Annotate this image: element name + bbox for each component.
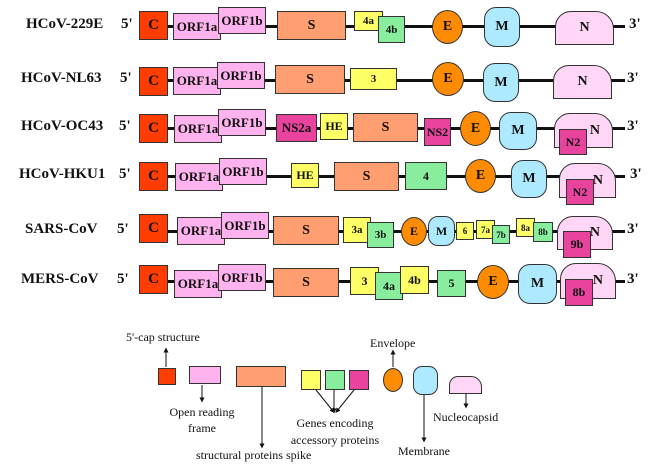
nucleocapsid-gene: N xyxy=(553,65,612,99)
orf1a-gene: ORF1a xyxy=(173,67,221,95)
spike-gene: S xyxy=(353,113,418,142)
accessory-gene-4a: 4a xyxy=(354,11,383,31)
legend-spike-label: structural proteins spike xyxy=(196,448,312,462)
envelope-gene: E xyxy=(465,159,496,193)
envelope-gene: E xyxy=(432,62,464,96)
accessory-gene-6: 6 xyxy=(456,222,474,240)
five-prime-label: 5' xyxy=(120,70,132,86)
legend-membrane-swatch xyxy=(413,366,438,395)
legend-cap-swatch xyxy=(158,368,176,385)
envelope-gene: E xyxy=(460,111,491,146)
accessory-gene-3b: 3b xyxy=(367,222,394,248)
legend-accessory-yellow-swatch xyxy=(301,370,321,390)
virus-label: HCoV-NL63 xyxy=(21,70,102,86)
membrane-gene: M xyxy=(483,63,519,102)
nucleocapsid-gene: N xyxy=(555,11,614,45)
cap-gene: C xyxy=(139,114,168,143)
spike-gene: S xyxy=(273,216,339,245)
legend-membrane-label: Membrane xyxy=(398,444,450,458)
envelope-gene: E xyxy=(432,10,463,44)
legend-nucleocapsid-label: Nucleocapsid xyxy=(433,410,499,424)
envelope-gene: E xyxy=(401,217,427,246)
three-prime-label: 3' xyxy=(627,271,639,287)
cap-gene: C xyxy=(139,162,168,191)
nucleocapsid-overlap-gene-n2: N2 xyxy=(559,129,587,155)
five-prime-label: 5' xyxy=(117,271,129,287)
three-prime-label: 3' xyxy=(627,221,639,237)
accessory-gene-7b: 7b xyxy=(492,225,510,244)
legend-envelope-label: Envelope xyxy=(370,336,416,350)
spike-gene: S xyxy=(277,11,346,40)
orf1a-gene: ORF1a xyxy=(177,217,225,245)
cap-gene: C xyxy=(139,265,168,294)
accessory-arrow-yellow xyxy=(315,389,335,413)
legend-orf-label: Open reading frame xyxy=(169,405,235,435)
legend-nucleocapsid-swatch xyxy=(449,376,482,394)
legend-cap-label: 5'-cap structure xyxy=(126,330,200,344)
five-prime-label: 5' xyxy=(117,221,129,237)
orf1b-gene: ORF1b xyxy=(218,264,266,291)
five-prime-label: 5' xyxy=(119,166,131,182)
legend-envelope-swatch xyxy=(383,368,403,392)
spike-gene: S xyxy=(273,268,339,297)
legend-orf-swatch xyxy=(189,366,221,384)
accessory-gene-ns2a: NS2a xyxy=(276,114,317,142)
accessory-gene-3: 3 xyxy=(350,68,397,90)
virus-label: MERS-CoV xyxy=(21,271,99,287)
cap-gene: C xyxy=(139,214,168,243)
membrane-gene: M xyxy=(511,160,547,198)
orf1b-gene: ORF1b xyxy=(218,109,266,136)
legend-accessory-magenta-swatch xyxy=(349,370,369,390)
accessory-arrow-magenta xyxy=(335,389,355,413)
virus-label: SARS-CoV xyxy=(25,221,98,237)
hemagglutinin-esterase-gene: HE xyxy=(320,113,348,140)
cap-gene: C xyxy=(139,67,168,96)
accessory-gene-ns2: NS2 xyxy=(424,118,451,146)
nucleocapsid-overlap-gene-8b: 8b xyxy=(565,279,593,306)
accessory-gene-4: 4 xyxy=(405,162,447,190)
virus-label: HCoV-HKU1 xyxy=(19,166,106,182)
orf1a-gene: ORF1a xyxy=(173,13,221,40)
orf1b-gene: ORF1b xyxy=(218,7,266,34)
virus-label: HCoV-OC43 xyxy=(21,118,104,134)
virus-label: HCoV-229E xyxy=(26,16,104,32)
accessory-gene-4b: 4b xyxy=(400,266,429,294)
three-prime-label: 3' xyxy=(627,70,639,86)
genome-line xyxy=(165,230,625,233)
three-prime-label: 3' xyxy=(627,118,639,134)
accessory-gene-8b: 8b xyxy=(533,222,553,242)
orf1b-gene: ORF1b xyxy=(219,158,267,185)
cap-gene: C xyxy=(139,11,168,40)
membrane-gene: M xyxy=(428,216,455,246)
spike-gene: S xyxy=(275,65,345,94)
legend-accessory-green-swatch xyxy=(325,370,345,390)
orf1b-gene: ORF1b xyxy=(217,62,265,89)
accessory-gene-4a: 4a xyxy=(375,272,403,300)
accessory-gene-3: 3 xyxy=(350,267,379,295)
accessory-gene-4b: 4b xyxy=(378,16,405,43)
three-prime-label: 3' xyxy=(629,16,641,32)
nucleocapsid-overlap-gene-9b: 9b xyxy=(563,231,591,258)
accessory-gene-3a: 3a xyxy=(343,217,371,243)
hemagglutinin-esterase-gene: HE xyxy=(291,163,319,188)
accessory-gene-5: 5 xyxy=(437,270,466,297)
spike-gene: S xyxy=(334,162,399,191)
five-prime-label: 5' xyxy=(121,16,133,32)
legend-spike-swatch xyxy=(236,366,286,387)
envelope-gene: E xyxy=(477,265,509,299)
legend-accessory-label: Genes encoding accessory proteins xyxy=(290,416,380,447)
orf1a-gene: ORF1a xyxy=(175,163,223,191)
three-prime-label: 3' xyxy=(630,166,642,182)
membrane-gene: M xyxy=(484,7,520,47)
five-prime-label: 5' xyxy=(119,118,131,134)
nucleocapsid-overlap-gene-n2: N2 xyxy=(566,179,594,205)
membrane-gene: M xyxy=(499,112,537,150)
membrane-gene: M xyxy=(518,264,557,304)
orf1b-gene: ORF1b xyxy=(221,212,269,239)
